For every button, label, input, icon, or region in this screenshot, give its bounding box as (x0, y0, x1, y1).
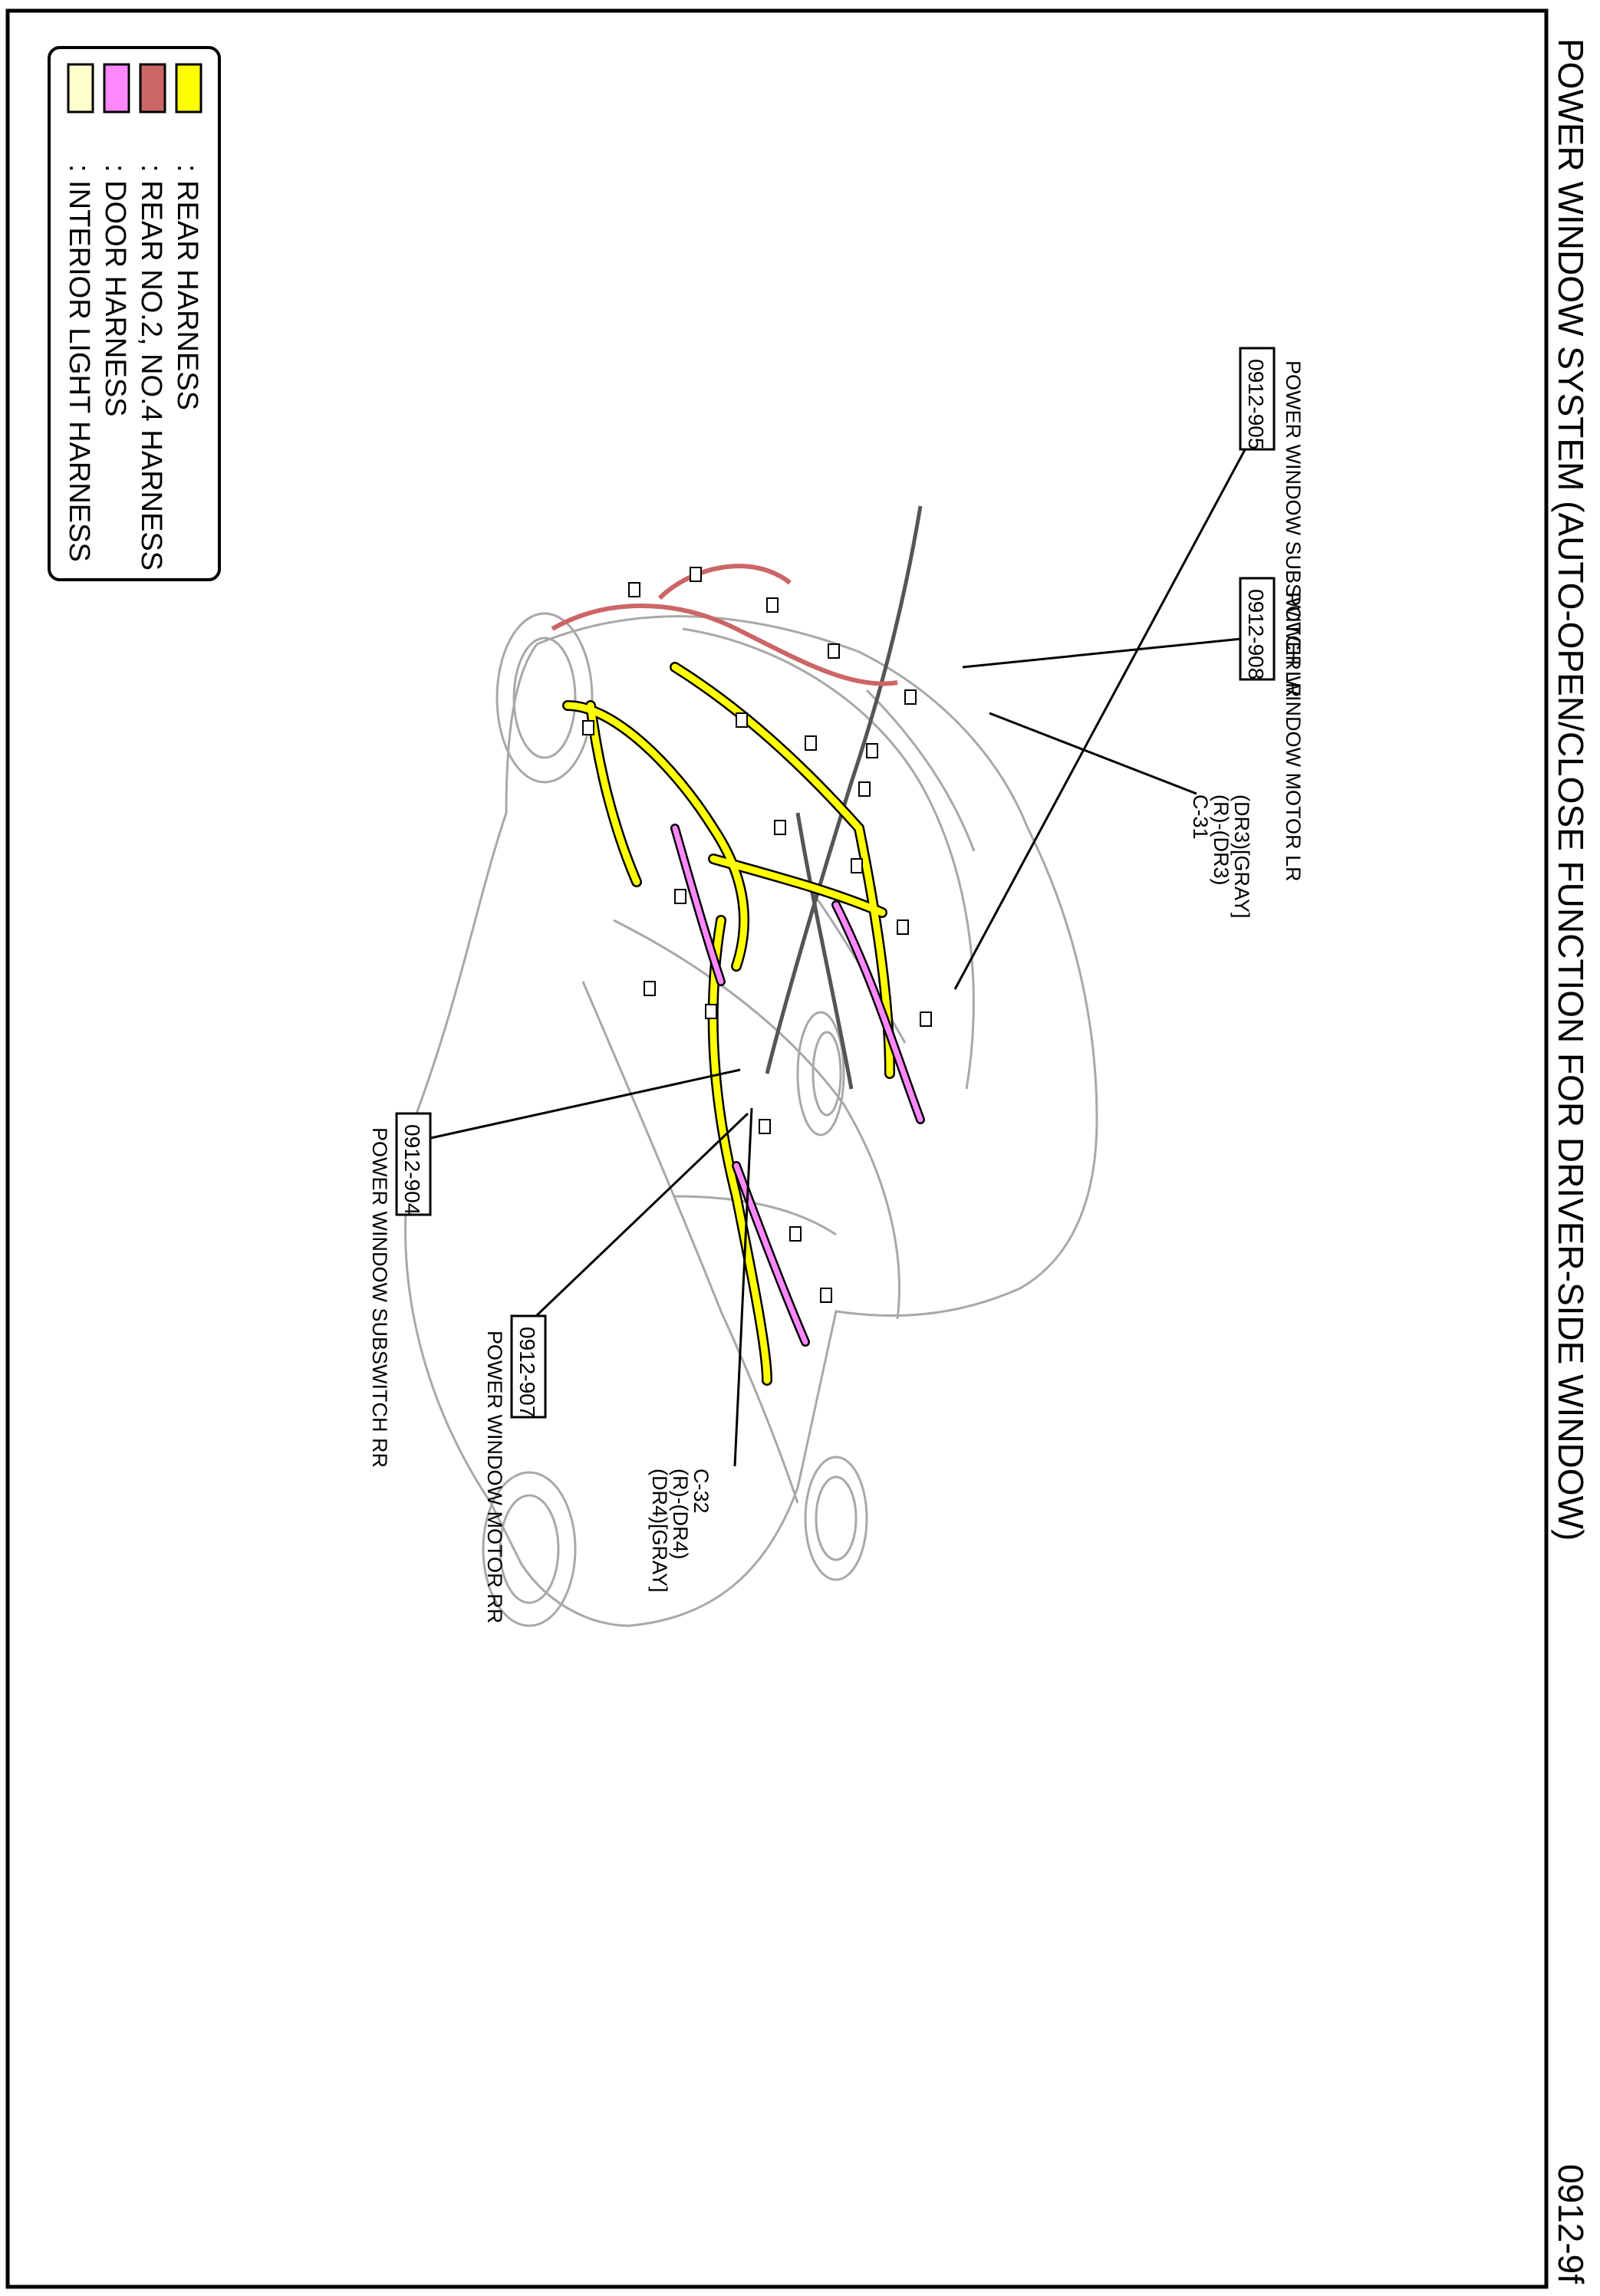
callout-code: 0912-907 (515, 1327, 539, 1417)
callout-code-box (395, 1112, 432, 1216)
connectors (582, 567, 932, 1303)
legend-swatch (139, 63, 166, 113)
legend-swatch (67, 63, 94, 113)
connector-id: (R)-(DR4) (669, 1469, 692, 1559)
callout-code: 0912-905 (1244, 359, 1268, 449)
legend-swatch (175, 63, 202, 113)
leader-motor-lr (962, 635, 1265, 669)
body-outer (403, 615, 1098, 1627)
callout-subswitch-rr: 0912-904 POWER WINDOW SUBSWITCH RR (368, 1112, 432, 1468)
callout-name: POWER WINDOW SUBSWITCH RR (368, 1127, 391, 1468)
rear-no2-no4-harness (551, 564, 898, 686)
legend-frame (48, 46, 221, 581)
connector-ref: C-32 (690, 1469, 713, 1514)
page-number: 0912-9f (1551, 2164, 1591, 2284)
connector-color: (DR4)[GRAY] (648, 1469, 671, 1593)
page-border (5, 8, 1549, 2289)
leader-lines (420, 413, 1266, 1467)
leader-c31 (989, 712, 1197, 795)
interior-light-harness (765, 505, 923, 1090)
callout-name: POWER WINDOW SUBSWITCH LR (1282, 360, 1305, 698)
callout-code: 0912-908 (1244, 589, 1268, 679)
leader-subswitch-rr (420, 1068, 741, 1142)
legend-item-rear-no2-no4-harness: : REAR NO.2, NO.4 HARNESS (135, 63, 167, 571)
wheel-left-lower (482, 1471, 577, 1627)
legend-label: : DOOR HARNESS (99, 164, 131, 416)
callout-name: POWER WINDOW MOTOR RR (483, 1331, 506, 1623)
legend-label: : INTERIOR LIGHT HARNESS (63, 164, 95, 562)
callout-code-box (510, 1314, 547, 1419)
leader-subswitch-lr (953, 413, 1266, 990)
body-roofline (682, 627, 975, 1090)
body-door-seam (674, 1195, 837, 1236)
callout-code-box (1239, 347, 1276, 451)
callout-motor-lr: 0912-908 POWER WINDOW MOTOR LR (DR3)[GRA… (1189, 577, 1305, 919)
page-title: POWER WINDOW SYSTEM (AUTO-OPEN/CLOSE FUN… (1551, 38, 1591, 1541)
callout-subswitch-lr: 0912-905 POWER WINDOW SUBSWITCH LR (1239, 347, 1305, 698)
body-trunk (865, 689, 976, 852)
callout-name: POWER WINDOW MOTOR LR (1282, 592, 1305, 882)
leader-c32 (733, 1107, 753, 1467)
legend-swatch (103, 63, 130, 113)
callout-code: 0912-904 (400, 1124, 424, 1215)
legend-item-interior-light-harness: : INTERIOR LIGHT HARNESS (63, 63, 95, 562)
door-harness-fill (672, 825, 923, 1345)
connector-ref: C-31 (1189, 794, 1212, 840)
connector-color: (DR3)[GRAY] (1230, 794, 1253, 919)
legend: : REAR HARNESS : REAR NO.2, NO.4 HARNESS… (48, 46, 221, 581)
callout-code-box (1239, 577, 1276, 681)
wheel-front (495, 612, 594, 784)
body-belt-line (613, 919, 900, 1320)
callout-motor-rr: 0912-907 POWER WINDOW MOTOR RR C-32 (R)-… (483, 1314, 713, 1623)
rear-harness (562, 662, 895, 1386)
legend-item-rear-harness: : REAR HARNESS (171, 63, 203, 410)
wheel-rear (796, 1011, 845, 1136)
rear-harness-fill (564, 663, 894, 1384)
leader-motor-rr (534, 1112, 749, 1318)
legend-label: : REAR HARNESS (171, 164, 203, 410)
body-sill (581, 981, 799, 1504)
connector-id: (R)-(DR3) (1210, 794, 1233, 885)
legend-label: : REAR NO.2, NO.4 HARNESS (135, 164, 167, 571)
legend-item-door-harness: : DOOR HARNESS (99, 63, 131, 416)
wheel-rear-lower (804, 1456, 868, 1581)
